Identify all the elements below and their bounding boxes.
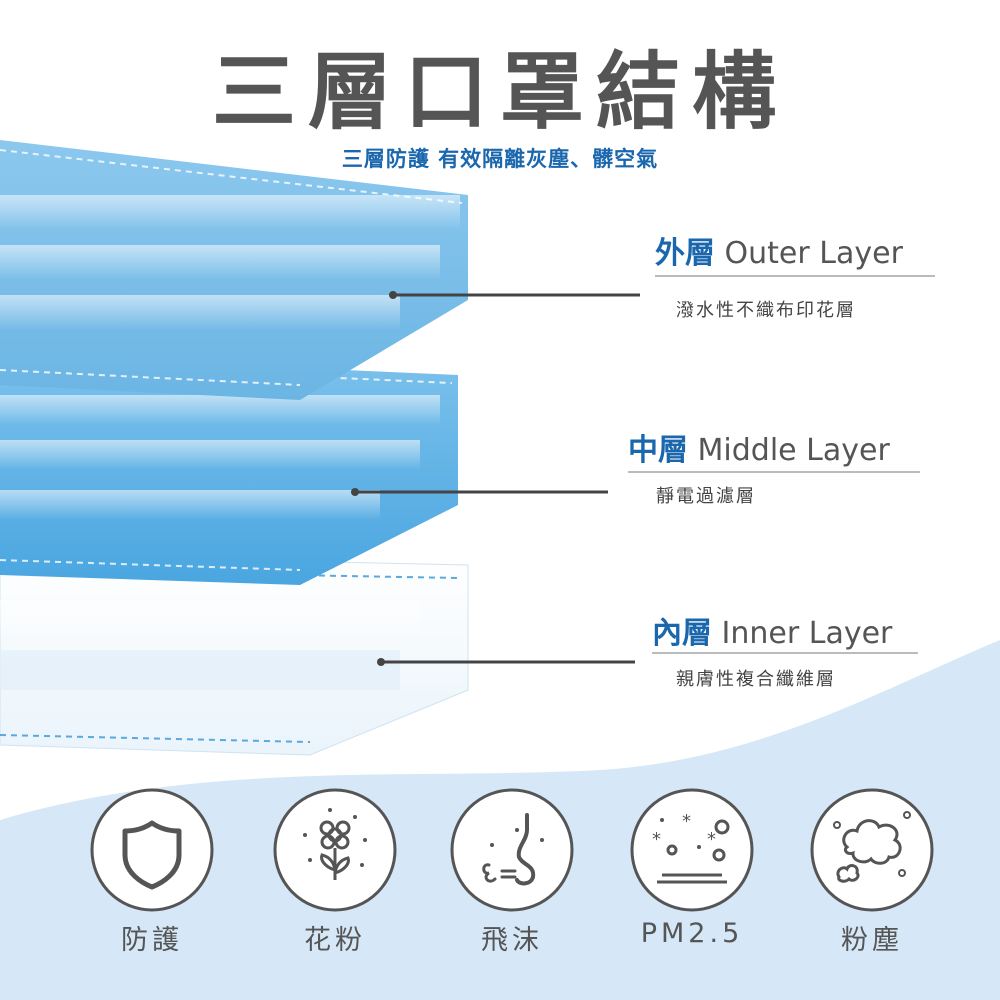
outer-layer-sheet <box>0 140 468 400</box>
dust-cloud-icon <box>810 788 934 912</box>
inner-layer-en: Inner Layer <box>721 616 893 651</box>
middle-layer-title: 中層 Middle Layer <box>628 425 890 469</box>
feature-label-dust: 粉塵 <box>841 925 903 956</box>
outer-layer-desc: 潑水性不織布印花層 <box>676 300 856 321</box>
inner-layer-sheet <box>0 554 469 756</box>
inner-layer-rule <box>652 652 918 654</box>
feature-label-pm25: PM2.5 <box>640 918 744 949</box>
outer-layer-title: 外層 Outer Layer <box>655 228 903 272</box>
feature-label-protection: 防護 <box>121 925 183 956</box>
outer-layer-rule <box>655 275 935 277</box>
inner-layer-title: 內層 Inner Layer <box>652 608 892 652</box>
page-title: 三層口罩結構 <box>211 43 788 141</box>
feature-label-pollen: 花粉 <box>304 925 366 956</box>
svg-text:*: * <box>652 829 661 850</box>
flower-icon <box>273 788 397 912</box>
middle-layer-en: Middle Layer <box>697 433 890 468</box>
middle-layer-desc: 靜電過濾層 <box>656 486 756 507</box>
feature-label-droplets: 飛沫 <box>481 925 543 956</box>
middle-layer-sheet <box>0 355 458 585</box>
shield-icon <box>90 788 214 912</box>
svg-text:*: * <box>682 811 691 832</box>
inner-layer-desc: 親膚性複合纖維層 <box>676 669 836 690</box>
svg-text:*: * <box>707 829 716 850</box>
particles-icon: * * * <box>630 788 754 912</box>
outer-layer-zh: 外層 <box>655 236 715 271</box>
callout-lines <box>351 291 640 666</box>
inner-layer-zh: 內層 <box>652 616 712 651</box>
middle-layer-zh: 中層 <box>628 433 688 468</box>
page-subtitle: 三層防護 有效隔離灰塵、髒空氣 <box>341 147 659 171</box>
outer-layer-en: Outer Layer <box>724 236 903 271</box>
nose-droplet-icon <box>450 788 574 912</box>
middle-layer-rule <box>628 471 920 473</box>
